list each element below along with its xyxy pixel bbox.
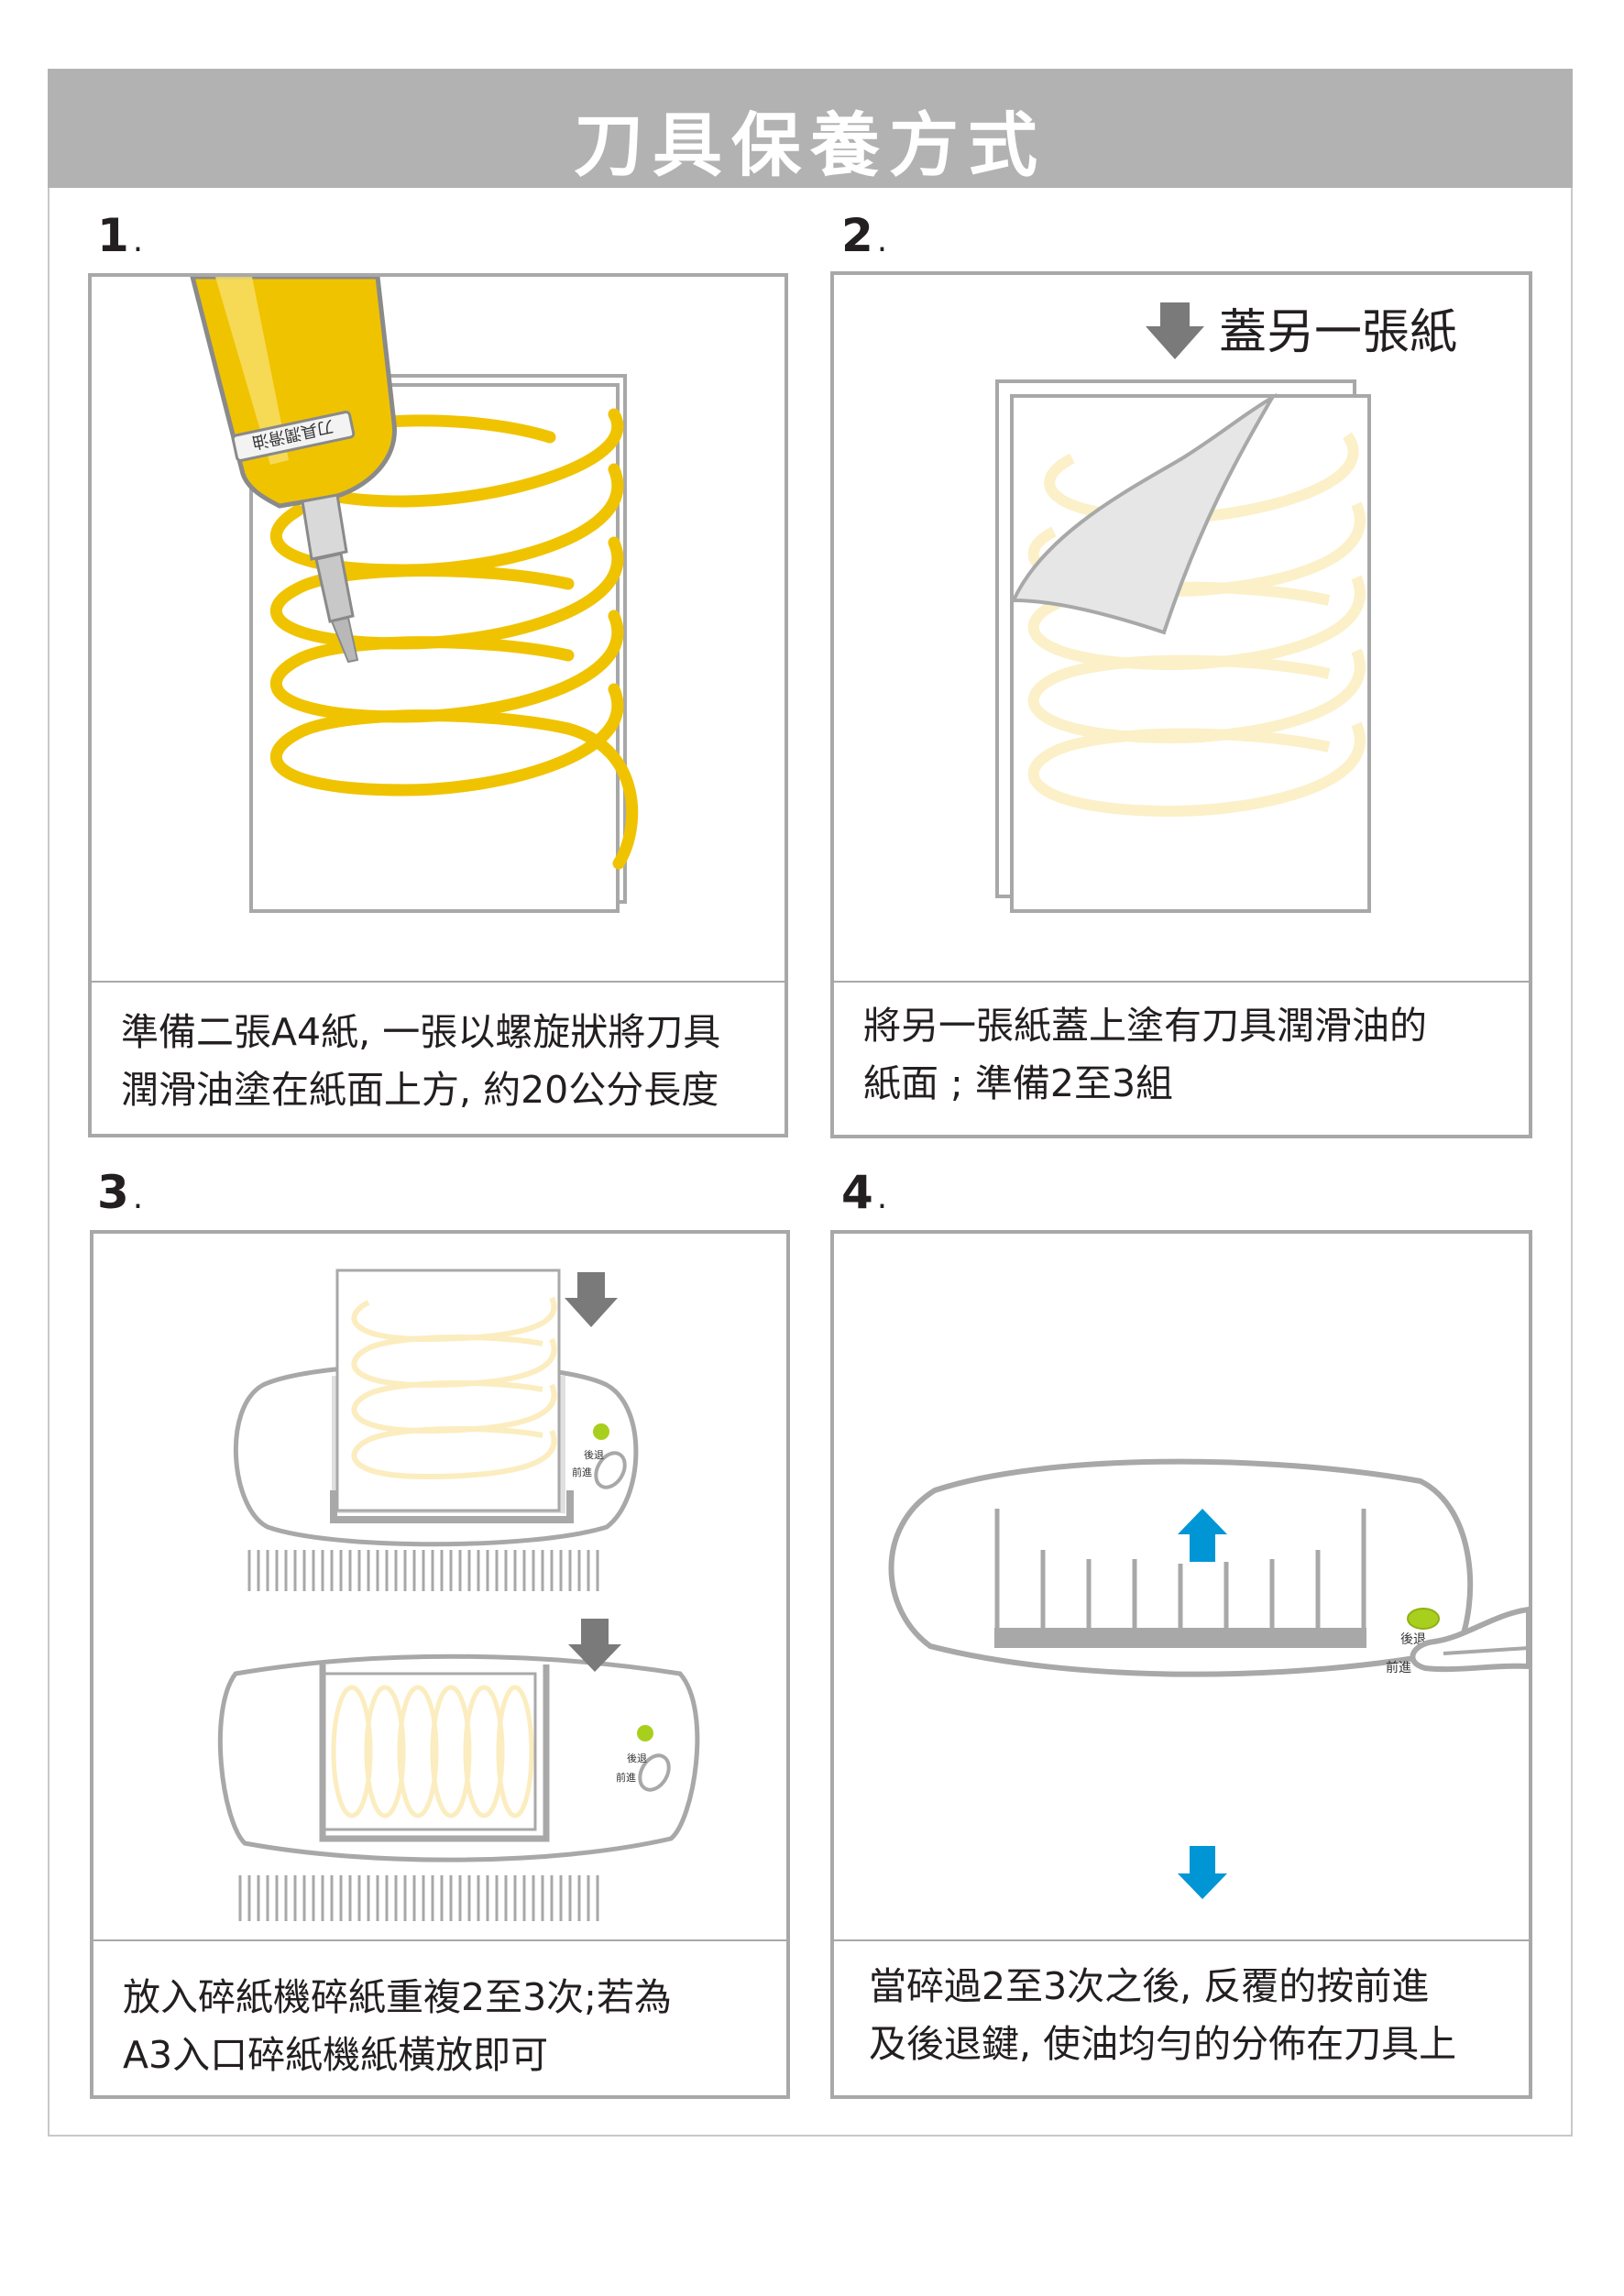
- step-2-number: 2.: [841, 209, 888, 262]
- arrow-up-icon: [1178, 1509, 1227, 1562]
- page-title: 刀具保養方式: [574, 104, 1047, 186]
- step-1-panel: 刀具潤滑油 準備二張A4紙, 一張以螺旋狀將刀具 潤滑油塗在紙面上方, 約20公…: [88, 273, 788, 1137]
- shredder-portrait: 後退 前進: [233, 1269, 639, 1591]
- arrow-down-icon: [1178, 1846, 1227, 1899]
- step-2-divider: [834, 981, 1529, 983]
- step-1-caption: 準備二張A4紙, 一張以螺旋狀將刀具 潤滑油塗在紙面上方, 約20公分長度: [121, 1004, 766, 1119]
- step-2-panel: 蓋另一張紙 將另一張紙蓋上塗有刀具潤滑油的 紙面 ; 準備2至3組: [830, 271, 1532, 1138]
- forward-label: 前進: [616, 1771, 636, 1784]
- step-4-divider: [834, 1939, 1529, 1941]
- step-4-illustration: 後退 前進: [888, 1458, 1529, 1899]
- caption-line: 放入碎紙機碎紙重複2至3次;若為: [123, 1975, 672, 2019]
- arrow-down-icon: [568, 1619, 621, 1672]
- shredder-landscape: 後退 前進: [217, 1619, 700, 1921]
- caption-line: A3入口碎紙機紙橫放即可: [123, 2033, 549, 2077]
- step-3-caption: 放入碎紙機碎紙重複2至3次;若為 A3入口碎紙機紙橫放即可: [123, 1969, 768, 2084]
- step-2-caption: 將另一張紙蓋上塗有刀具潤滑油的 紙面 ; 準備2至3組: [863, 997, 1510, 1113]
- step-3-panel: 後退 前進 後退 前進: [90, 1230, 790, 2099]
- step-1-number: 1.: [97, 209, 144, 262]
- arrow-down-icon: [565, 1272, 618, 1327]
- caption-line: 潤滑油塗在紙面上方, 約20公分長度: [121, 1068, 719, 1112]
- forward-label: 前進: [572, 1466, 592, 1478]
- caption-line: 紙面 ; 準備2至3組: [863, 1061, 1174, 1105]
- arrow-down-icon: [1146, 302, 1204, 359]
- caption-line: 準備二張A4紙, 一張以螺旋狀將刀具: [121, 1010, 721, 1054]
- step-2-annotation: 蓋另一張紙: [1219, 305, 1458, 360]
- step-4-number: 4.: [841, 1166, 888, 1219]
- step-1-divider: [92, 981, 785, 983]
- oil-bottle: 刀具潤滑油: [190, 277, 397, 664]
- reverse-label: 後退: [627, 1752, 647, 1764]
- step-3-divider: [93, 1939, 786, 1941]
- step-4-caption: 當碎過2至3次之後, 反覆的按前進 及後退鍵, 使油均勻的分佈在刀具上: [869, 1958, 1510, 2073]
- title-bar: 刀具保養方式: [48, 69, 1573, 188]
- reverse-label: 後退: [584, 1448, 604, 1461]
- caption-line: 當碎過2至3次之後, 反覆的按前進: [869, 1964, 1430, 2008]
- caption-line: 將另一張紙蓋上塗有刀具潤滑油的: [863, 1004, 1427, 1048]
- pressing-finger: [1410, 1606, 1529, 1673]
- step-1-illustration: 刀具潤滑油: [190, 277, 639, 913]
- step-4-panel: 後退 前進 當碎過2至3次之後, 反覆的按前進 及後退鍵, 使油均勻的分佈在刀具…: [830, 1230, 1532, 2099]
- step-2-illustration: [995, 302, 1371, 913]
- curled-corner: [1010, 392, 1278, 635]
- forward-label: 前進: [1386, 1660, 1411, 1675]
- step-3-illustration: 後退 前進 後退 前進: [217, 1269, 700, 1921]
- shredder-top-view: 後退 前進: [888, 1458, 1529, 1899]
- step-3-number: 3.: [97, 1166, 144, 1219]
- caption-line: 及後退鍵, 使油均勻的分佈在刀具上: [869, 2022, 1457, 2066]
- oil-spiral: [269, 408, 639, 870]
